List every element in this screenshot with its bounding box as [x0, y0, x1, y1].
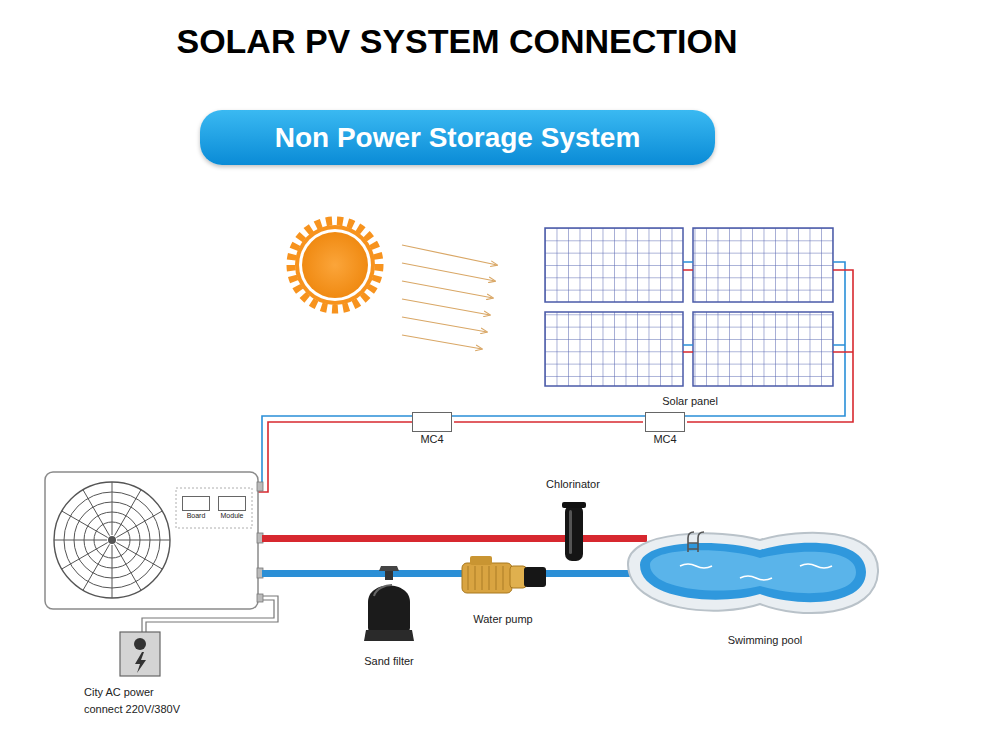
connector-box — [645, 412, 685, 432]
sun-ray — [402, 263, 495, 281]
panel-wires — [258, 262, 853, 492]
node-text: Solar panel — [662, 395, 718, 407]
module-box: Module — [216, 496, 248, 520]
dc-wire — [454, 421, 643, 423]
power-supply-label: City AC power connect 220V/380V — [84, 684, 194, 717]
fan-spoke — [115, 490, 142, 536]
connector-box — [182, 496, 210, 511]
sun-rays — [402, 245, 497, 349]
sun-ray — [402, 317, 487, 332]
component-label: Chlorinator — [546, 476, 600, 493]
fan-spoke — [62, 511, 108, 538]
fan-spoke — [115, 544, 142, 590]
board-box: Board — [180, 496, 212, 520]
fan-spoke — [83, 490, 110, 536]
sun — [291, 221, 379, 309]
heat-pump — [45, 472, 263, 609]
mc4-connector: MC4 — [643, 412, 687, 446]
sun-ray — [402, 299, 490, 315]
node-text: Board — [187, 511, 206, 520]
node-text: Non Power Storage System — [275, 122, 641, 154]
component-label: Water pump — [473, 611, 533, 628]
fan-spoke — [112, 482, 113, 535]
fan-spoke — [117, 540, 170, 541]
pump-rib — [467, 566, 468, 590]
ac-supply — [120, 596, 278, 676]
fan-spoke — [112, 545, 113, 598]
sand-filter — [364, 566, 414, 641]
component-label: Sand filter — [364, 653, 414, 670]
fan-spoke — [62, 543, 108, 570]
solar-panel-array: Solar panel — [540, 225, 840, 407]
sun-ray — [402, 245, 497, 265]
node-text: MC4 — [653, 432, 676, 446]
solar-panels — [545, 228, 833, 386]
water-pipes — [262, 535, 654, 577]
fan-spoke — [83, 544, 110, 590]
pump-rib — [495, 566, 496, 590]
sun-ray — [402, 281, 493, 298]
component-label: Swimming pool — [728, 632, 803, 649]
connector-box — [218, 496, 246, 511]
title-banner: Non Power Storage System — [200, 110, 715, 165]
diagram-title: SOLAR PV SYSTEM CONNECTION — [176, 22, 737, 61]
fan-spoke — [54, 540, 107, 541]
fan-spoke — [116, 543, 162, 570]
node-text: Module — [221, 511, 244, 520]
pump-rib — [488, 566, 489, 590]
pump-rib — [481, 566, 482, 590]
chlorinator — [562, 502, 586, 561]
mc4-connector: MC4 — [410, 412, 454, 446]
swimming-pool — [628, 532, 878, 613]
sun-ray — [402, 335, 482, 349]
pump-rib — [474, 566, 475, 590]
node-text: MC4 — [420, 432, 443, 446]
fan-spoke — [116, 511, 162, 538]
connector-box — [412, 412, 452, 432]
pump-rib — [502, 566, 503, 590]
water-pump — [462, 556, 546, 593]
